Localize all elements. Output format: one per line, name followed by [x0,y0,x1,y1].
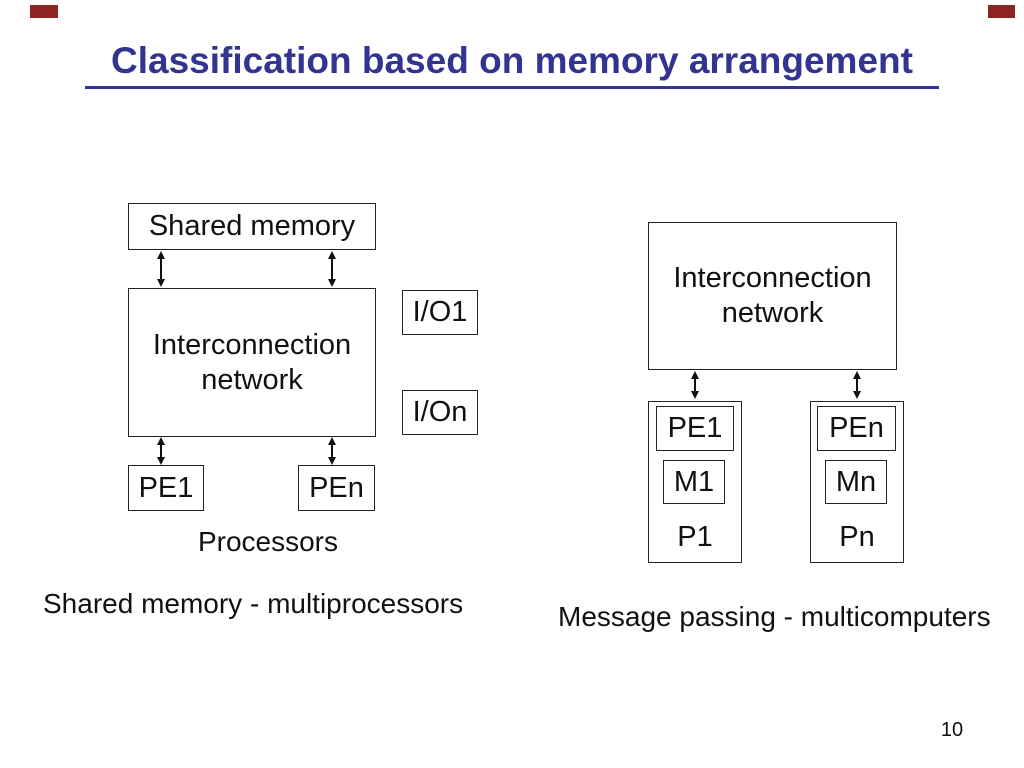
processors-label: Processors [197,526,339,557]
page-number: 10 [940,719,964,741]
pe1-label: PE1 [138,471,194,504]
node1-memory-label: M1 [673,465,715,498]
page-title: Classification based on memory arrangeme… [85,41,939,89]
pen-label: PEn [309,471,364,504]
io1-box: I/O1 [402,290,478,335]
double-arrow-icon [853,371,861,399]
node2-pe-label: PEn [829,412,884,445]
shared-memory-box: Shared memory [128,203,376,250]
node1-memory-box: M1 [663,460,725,504]
node2-memory-box: Mn [825,460,887,504]
node2-pe-box: PEn [817,406,896,451]
title-area: Classification based on memory arrangeme… [0,41,1024,89]
shared-memory-label: Shared memory [148,210,356,243]
node1-pe-label: PE1 [667,412,723,445]
node1-pe-box: PE1 [656,406,734,451]
double-arrow-icon [328,251,336,287]
right-diagram-caption: Message passing - multicomputers [558,601,991,632]
interconnection-network-box-left: Interconnection network [128,288,376,437]
ion-label: I/On [412,396,468,429]
double-arrow-icon [157,251,165,287]
double-arrow-icon [157,437,165,465]
node2-processor-label: Pn [839,521,875,553]
node1-processor-label: P1 [677,521,713,553]
double-arrow-icon [691,371,699,399]
corner-decoration-left [30,5,58,18]
pe1-box-left: PE1 [128,465,204,511]
io1-label: I/O1 [412,296,468,329]
interconnection-network-box-right: Interconnection network [648,222,897,370]
node1-box: PE1 M1 P1 [648,401,742,563]
pen-box-left: PEn [298,465,375,511]
interconnection-network-label: Interconnection network [673,262,872,329]
interconnection-network-label: Interconnection network [152,328,352,396]
corner-decoration-right [988,5,1015,18]
node2-box: PEn Mn Pn [810,401,904,563]
double-arrow-icon [328,437,336,465]
node2-memory-label: Mn [835,465,877,498]
ion-box: I/On [402,390,478,435]
left-diagram-caption: Shared memory - multiprocessors [43,588,464,619]
